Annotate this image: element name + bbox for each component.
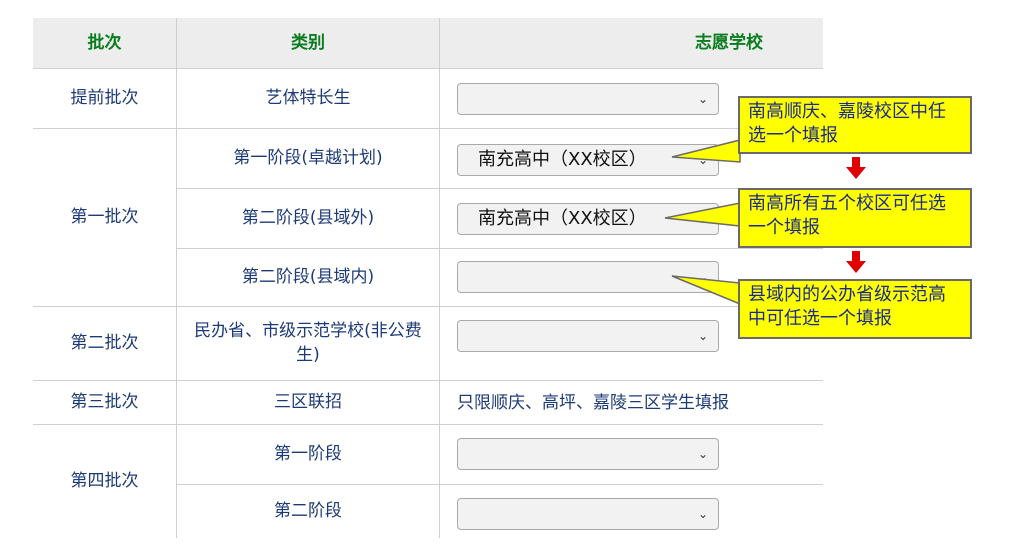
category-fourth-stage1: 第一阶段 xyxy=(274,444,342,464)
row-divider xyxy=(33,128,823,129)
school-select-first-stage2-outside[interactable]: 南充高中（XX校区） ⌄ xyxy=(457,203,719,235)
header-category: 类别 xyxy=(291,33,325,53)
batch-first: 第一批次 xyxy=(70,207,139,227)
row-divider xyxy=(33,424,823,425)
batch-second: 第二批次 xyxy=(70,333,139,353)
row-divider xyxy=(176,484,823,485)
row-divider xyxy=(33,68,823,69)
category-first-stage1: 第一阶段(卓越计划) xyxy=(233,148,383,168)
chevron-down-icon: ⌄ xyxy=(697,329,708,343)
header-batch: 批次 xyxy=(87,33,122,53)
school-select-first-stage2-inside[interactable]: ⌄ xyxy=(457,261,719,293)
batch-third: 第三批次 xyxy=(70,392,139,412)
chevron-down-icon: ⌄ xyxy=(697,507,708,521)
chevron-down-icon: ⌄ xyxy=(697,270,708,284)
school-select-fourth-stage1[interactable]: ⌄ xyxy=(457,438,719,470)
third-batch-note: 只限顺庆、高坪、嘉陵三区学生填报 xyxy=(457,393,729,413)
callout-1: 南高顺庆、嘉陵校区中任选一个填报 xyxy=(738,96,972,154)
header-school: 志愿学校 xyxy=(695,33,763,53)
category-art-sports: 艺体特长生 xyxy=(265,88,351,108)
callout-3: 县域内的公办省级示范高中可任选一个填报 xyxy=(738,279,972,339)
category-fourth-stage2: 第二阶段 xyxy=(274,501,342,521)
table-header: 批次 类别 志愿学校 xyxy=(33,18,823,68)
category-third-union: 三区联招 xyxy=(274,392,342,412)
row-divider xyxy=(176,248,823,249)
row-divider xyxy=(33,306,823,307)
row-divider xyxy=(33,380,823,381)
school-select-advance[interactable]: ⌄ xyxy=(457,83,719,115)
red-down-arrow-icon xyxy=(846,157,866,179)
row-divider xyxy=(176,188,823,189)
column-divider xyxy=(439,18,440,538)
batch-fourth: 第四批次 xyxy=(70,471,139,491)
chevron-down-icon: ⌄ xyxy=(697,212,708,226)
category-first-stage2-inside: 第二阶段(县域内) xyxy=(241,267,375,287)
select-value: 南充高中（XX校区） xyxy=(478,208,647,229)
school-select-second[interactable]: ⌄ xyxy=(457,320,719,352)
chevron-down-icon: ⌄ xyxy=(697,447,708,461)
column-divider xyxy=(176,18,177,538)
callout-2: 南高所有五个校区可任选一个填报 xyxy=(738,188,972,248)
school-select-fourth-stage2[interactable]: ⌄ xyxy=(457,498,719,530)
category-first-stage2-outside: 第二阶段(县域外) xyxy=(241,208,375,228)
school-select-first-stage1[interactable]: 南充高中（XX校区） ⌄ xyxy=(457,144,719,176)
batch-advance: 提前批次 xyxy=(70,88,139,108)
chevron-down-icon: ⌄ xyxy=(697,92,708,106)
red-down-arrow-icon xyxy=(846,251,866,273)
category-second-private: 民办省、市级示范学校(非公费生) xyxy=(194,321,422,365)
chevron-down-icon: ⌄ xyxy=(697,153,708,167)
select-value: 南充高中（XX校区） xyxy=(478,149,647,170)
